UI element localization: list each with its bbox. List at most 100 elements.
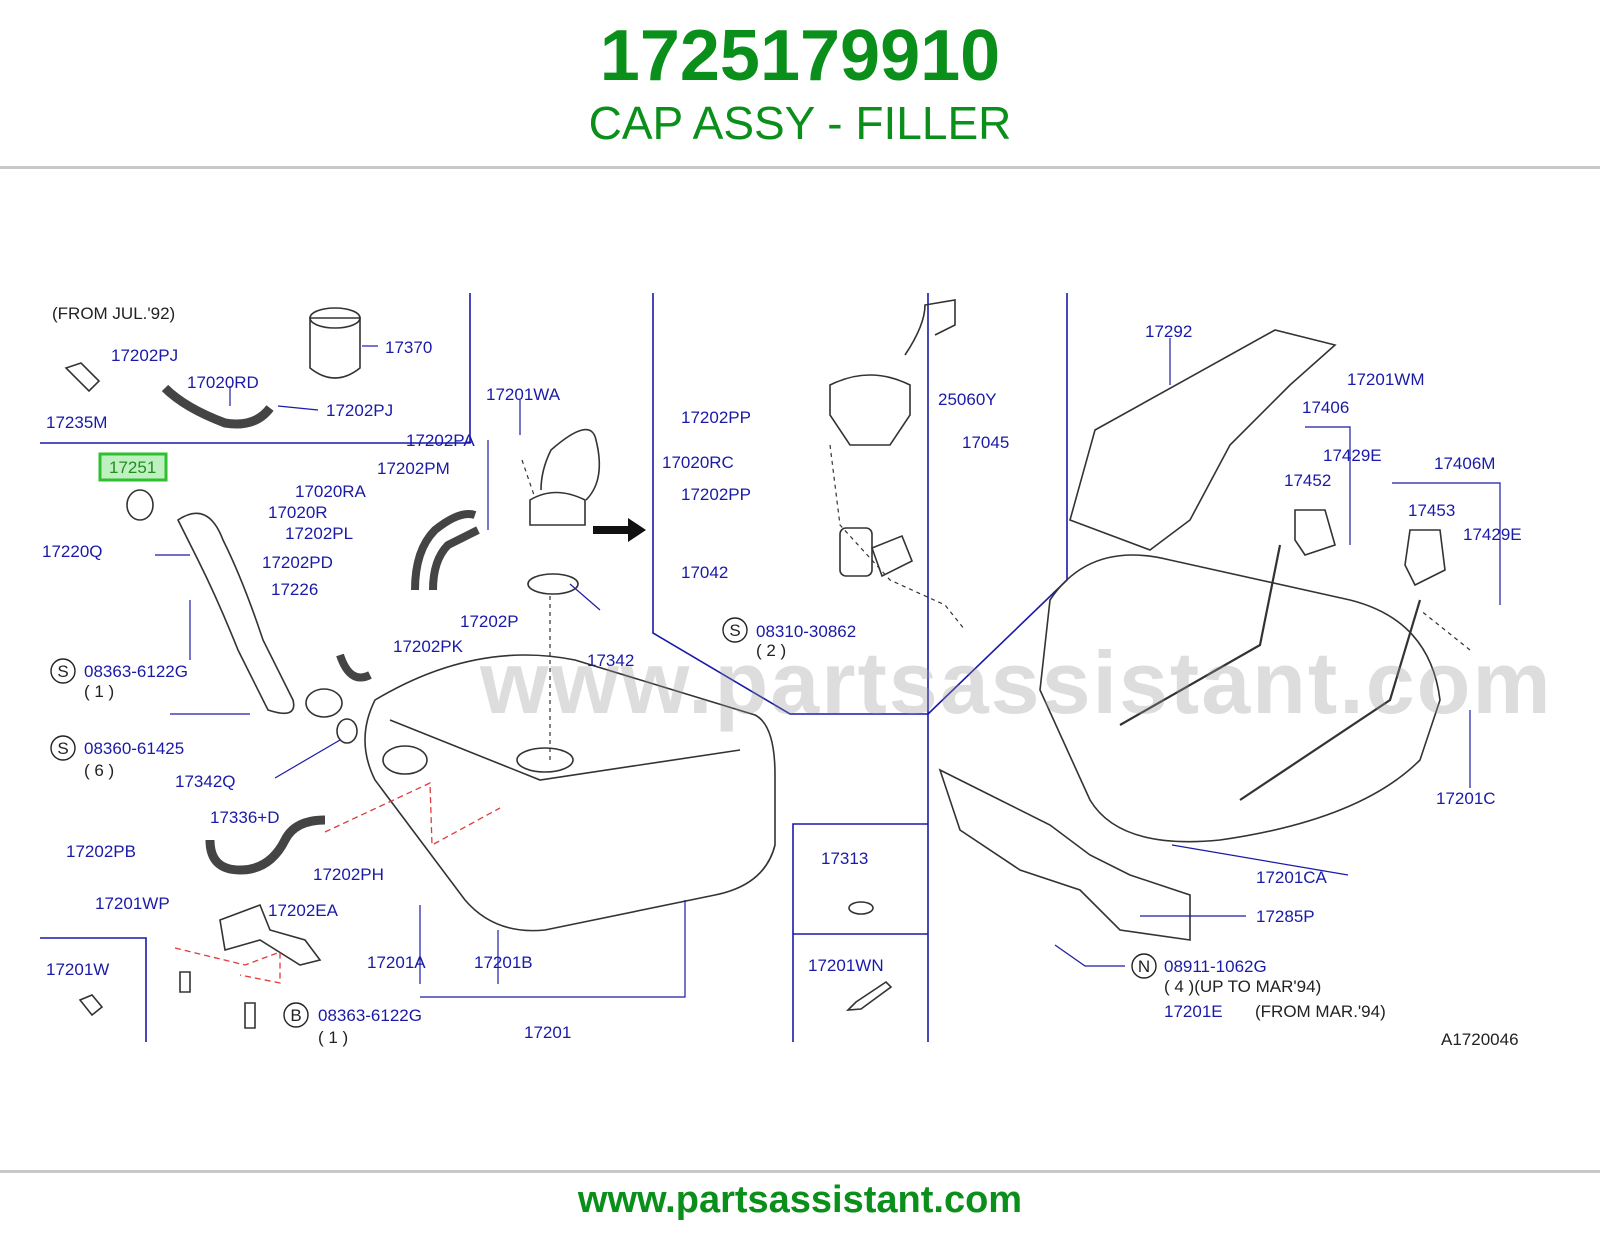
label-08360-61425[interactable]: 08360-61425 bbox=[84, 739, 184, 758]
label-17202PL[interactable]: 17202PL bbox=[285, 524, 353, 543]
label-17220Q[interactable]: 17220Q bbox=[42, 542, 103, 561]
leader-17201 bbox=[420, 900, 686, 998]
hose-17020ra bbox=[429, 526, 480, 591]
label-17201[interactable]: 17201 bbox=[524, 1023, 571, 1042]
label-17202PJ-b[interactable]: 17202PJ bbox=[326, 401, 393, 420]
label-17202PD[interactable]: 17202PD bbox=[262, 553, 333, 572]
label-08911-1062G[interactable]: 08911-1062G bbox=[1164, 957, 1267, 976]
canister-top bbox=[309, 307, 361, 329]
label-17406M[interactable]: 17406M bbox=[1434, 454, 1495, 473]
label-17202PP-a[interactable]: 17202PP bbox=[681, 408, 751, 427]
label-17406[interactable]: 17406 bbox=[1302, 398, 1349, 417]
guide-bracket bbox=[174, 947, 281, 984]
label-17201W[interactable]: 17201W bbox=[46, 960, 109, 979]
label-17336+D[interactable]: 17336+D bbox=[210, 808, 279, 827]
label-17201A[interactable]: 17201A bbox=[367, 953, 426, 972]
footer-url[interactable]: www.partsassistant.com bbox=[577, 1179, 1023, 1221]
label-08363-6122G-b[interactable]: 08363-6122G bbox=[318, 1006, 422, 1025]
label-17201WN[interactable]: 17201WN bbox=[808, 956, 884, 975]
bracket-17202ea bbox=[219, 903, 322, 966]
label-17201WP[interactable]: 17201WP bbox=[95, 894, 170, 913]
label-17453[interactable]: 17453 bbox=[1408, 501, 1455, 520]
label-17042[interactable]: 17042 bbox=[681, 563, 728, 582]
tank-filler-port bbox=[382, 745, 428, 775]
label-17313[interactable]: 17313 bbox=[821, 849, 868, 868]
label-17201B[interactable]: 17201B bbox=[474, 953, 533, 972]
note-from-jul92: (FROM JUL.'92) bbox=[52, 304, 175, 323]
symbol-n1: N bbox=[1138, 957, 1150, 976]
symbol-s1: S bbox=[57, 662, 68, 681]
header-divider bbox=[0, 166, 1600, 169]
tank-ridge bbox=[389, 719, 741, 781]
label-17251[interactable]: 17251 bbox=[109, 458, 156, 477]
symbol-letters: S S S B N bbox=[57, 621, 1150, 1025]
grommet bbox=[336, 718, 358, 744]
label-17342Q[interactable]: 17342Q bbox=[175, 772, 236, 791]
canister-drawing bbox=[309, 317, 361, 379]
label-17202PM[interactable]: 17202PM bbox=[377, 459, 450, 478]
label-17202PJ-a[interactable]: 17202PJ bbox=[111, 346, 178, 365]
label-17020R[interactable]: 17020R bbox=[268, 503, 328, 522]
note-qty-6: ( 6 ) bbox=[84, 761, 114, 780]
label-17201E[interactable]: 17201E bbox=[1164, 1002, 1223, 1021]
label-17202EA[interactable]: 17202EA bbox=[268, 901, 339, 920]
bolt-17201w bbox=[78, 994, 104, 1017]
symbol-b1: B bbox=[290, 1006, 301, 1025]
label-17045[interactable]: 17045 bbox=[962, 433, 1009, 452]
highlight-box-17251 bbox=[98, 452, 168, 482]
grommet-17313 bbox=[848, 901, 874, 915]
symbol-circle-n1 bbox=[1131, 953, 1157, 979]
arrow-right-icon bbox=[593, 518, 646, 542]
pump-assy-drawing bbox=[829, 374, 911, 446]
label-17202P[interactable]: 17202P bbox=[460, 612, 519, 631]
symbol-circle-s3 bbox=[722, 617, 748, 643]
label-17201C[interactable]: 17201C bbox=[1436, 789, 1496, 808]
label-17429E-a[interactable]: 17429E bbox=[1323, 446, 1382, 465]
diagram-code: A1720046 bbox=[1441, 1030, 1519, 1049]
pump-connector bbox=[904, 299, 956, 356]
label-17202PA[interactable]: 17202PA bbox=[406, 431, 475, 450]
header: 1725179910 CAP ASSY - FILLER bbox=[0, 0, 1600, 168]
fuel-tank-right bbox=[1039, 554, 1441, 843]
note-up-to-mar94: ( 4 )(UP TO MAR'94) bbox=[1164, 977, 1321, 996]
label-17235M[interactable]: 17235M bbox=[46, 413, 107, 432]
symbol-s2: S bbox=[57, 739, 68, 758]
leader-17201ca bbox=[1171, 844, 1349, 876]
label-17202PB[interactable]: 17202PB bbox=[66, 842, 136, 861]
label-08310-30862[interactable]: 08310-30862 bbox=[756, 622, 856, 641]
label-17370[interactable]: 17370 bbox=[385, 338, 432, 357]
label-25060Y[interactable]: 25060Y bbox=[938, 390, 997, 409]
dash-pump bbox=[829, 444, 966, 631]
label-17202PP-b[interactable]: 17202PP bbox=[681, 485, 751, 504]
label-17452[interactable]: 17452 bbox=[1284, 471, 1331, 490]
mount-17452 bbox=[1294, 509, 1336, 556]
filler-flange bbox=[305, 688, 343, 718]
label-17020RD[interactable]: 17020RD bbox=[187, 373, 259, 392]
label-17201WM[interactable]: 17201WM bbox=[1347, 370, 1424, 389]
pump-frame-left bbox=[652, 293, 929, 715]
label-17201CA[interactable]: 17201CA bbox=[1256, 868, 1328, 887]
pump-bracket bbox=[870, 534, 914, 578]
label-17020RC[interactable]: 17020RC bbox=[662, 453, 734, 472]
dashed-connectors bbox=[521, 444, 1471, 760]
symbol-circles bbox=[50, 617, 1157, 1028]
dash-gauge bbox=[521, 459, 536, 499]
label-17020RA[interactable]: 17020RA bbox=[295, 482, 367, 501]
filler-neck-drawing bbox=[176, 512, 295, 715]
label-17342[interactable]: 17342 bbox=[587, 651, 634, 670]
label-17429E-b[interactable]: 17429E bbox=[1463, 525, 1522, 544]
label-17201WA[interactable]: 17201WA bbox=[486, 385, 561, 404]
part-labels: 17370 17202PJ 17020RD 17202PJ 17235M 172… bbox=[42, 322, 1522, 1042]
mount-17453 bbox=[1404, 529, 1446, 587]
gasket-17342 bbox=[527, 573, 579, 595]
bottom-left-frame bbox=[40, 937, 147, 1042]
hose-17020r bbox=[411, 510, 477, 591]
label-17226[interactable]: 17226 bbox=[271, 580, 318, 599]
label-08363-6122G-a[interactable]: 08363-6122G bbox=[84, 662, 188, 681]
leader-17342 bbox=[569, 583, 601, 611]
label-17202PH[interactable]: 17202PH bbox=[313, 865, 384, 884]
label-17285P[interactable]: 17285P bbox=[1256, 907, 1315, 926]
label-17292[interactable]: 17292 bbox=[1145, 322, 1192, 341]
label-17202PK[interactable]: 17202PK bbox=[393, 637, 464, 656]
bracket-17406m bbox=[1392, 482, 1501, 605]
